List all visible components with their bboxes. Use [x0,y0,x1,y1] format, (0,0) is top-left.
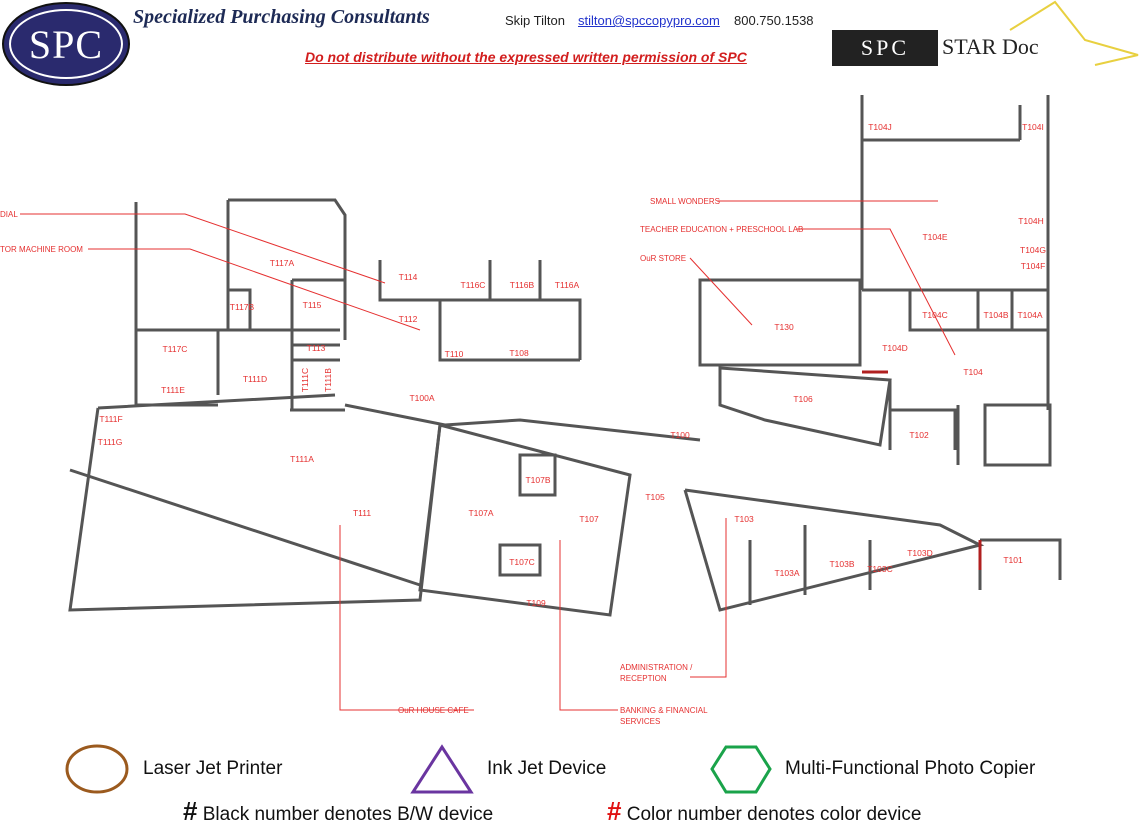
room-label: T109 [526,598,546,608]
leader-store [689,257,753,326]
room-label: T107 [579,514,599,524]
legend-laser-label: Laser Jet Printer [143,758,283,779]
legend-shapes [65,744,772,794]
room-label: T103D [907,548,933,558]
room-label: T111 [352,508,372,518]
annotation-banking-line2: SERVICES [620,717,661,726]
room-label: T130 [774,322,794,332]
legend-bw-label: Black number denotes B/W device [202,804,494,825]
leader-cafe [339,525,474,711]
red-wall-segments [862,370,982,570]
annotation-admin: ADMINISTRATION / RECEPTION [620,662,692,684]
leader-dial [20,213,386,284]
leader-machine-room [88,248,421,331]
laser-printer-circle-icon [65,744,129,794]
legend-mfp-label: Multi-Functional Photo Copier [785,758,1036,779]
star-doc-title: STAR Doc [942,34,1039,59]
room-label: T114 [398,272,418,282]
contact-email-link[interactable]: stilton@spccopypro.com [578,13,720,28]
room-label: T104B [983,310,1009,320]
room-label: T117C [162,344,188,354]
room-label: T113 [306,343,326,353]
room-label: T104F [1020,261,1046,271]
room-label: T100 [670,430,690,440]
legend-inkjet-label: Ink Jet Device [487,758,607,779]
contact-name: Skip Tilton [505,13,565,28]
room-label: T104 [963,367,983,377]
contact-phone: 800.750.1538 [734,13,814,28]
star-doc-logo: SPC STAR Doc [830,0,1140,70]
room-label: T101 [1003,555,1023,565]
spc-logo: SPC [2,2,130,86]
room-label: T103 [734,514,754,524]
annotation-leader-lines [20,200,956,711]
room-label: T104I [1022,122,1044,132]
room-label: T111B [323,368,333,392]
room-label: T102 [909,430,929,440]
annotation-machine-room: TOR MACHINE ROOM [0,245,83,254]
legend-color-label: Color number denotes color device [626,804,922,825]
mfp-hexagon-icon [710,745,772,794]
room-label: T100A [409,393,435,403]
annotation-dial: DIAL [0,210,18,219]
room-label: T104G [1020,245,1046,255]
room-label: T111G [97,437,123,447]
room-label: T111C [300,367,310,393]
company-name: Specialized Purchasing Consultants [133,6,430,28]
room-label: T111E [161,385,185,395]
annotation-teacher-ed: TEACHER EDUCATION + PRESCHOOL LAB [640,225,804,234]
room-label: T104J [868,122,892,132]
leader-admin [690,518,727,678]
annotation-admin-line1: ADMINISTRATION / [620,663,693,672]
room-label: T108 [509,348,529,358]
room-label: T106 [793,394,813,404]
room-label: T104A [1017,310,1043,320]
inkjet-triangle-icon [410,744,474,794]
room-label: T104H [1018,216,1044,226]
room-label: T111F [99,414,123,424]
red-hash-icon: # [607,796,622,826]
room-label: T117B [229,302,255,312]
room-label: T104E [922,232,948,242]
room-label: T116A [554,280,580,290]
room-label: T103B [829,559,855,569]
annotation-cafe: OuR HOUSE CAFE [398,706,469,715]
room-label: T112 [398,314,418,324]
annotation-banking-line1: BANKING & FINANCIAL [620,706,708,715]
walls [68,95,1062,617]
floor-plan [20,95,1062,711]
distribution-warning: Do not distribute without the expressed … [305,49,747,65]
room-label: T115 [302,300,322,310]
room-label: T107B [525,475,551,485]
legend-color: # Color number denotes color device [607,796,921,827]
annotation-admin-line2: RECEPTION [620,674,667,683]
room-label: T107C [509,557,535,567]
room-label: T107A [468,508,494,518]
annotation-banking: BANKING & FINANCIAL SERVICES [620,705,708,727]
room-label: T104D [882,343,908,353]
room-label: T117A [269,258,295,268]
leader-banking [559,540,618,711]
room-label: T104C [922,310,948,320]
leader-teacher-ed [797,228,956,356]
room-label: T116B [509,280,535,290]
room-label: T103C [867,564,893,574]
room-label: T103A [774,568,800,578]
room-label: T110 [444,349,464,359]
legend-bw: # Black number denotes B/W device [183,796,493,827]
black-hash-icon: # [183,796,198,826]
star-outline-icon [1009,0,1139,66]
annotation-store: OuR STORE [640,254,687,263]
room-label: T105 [645,492,665,502]
star-doc-spc-mark: SPC [832,30,938,66]
room-label: T111D [242,374,268,384]
annotation-small-wonders: SMALL WONDERS [650,197,720,206]
room-label: T116C [460,280,486,290]
room-label: T111A [290,454,314,464]
